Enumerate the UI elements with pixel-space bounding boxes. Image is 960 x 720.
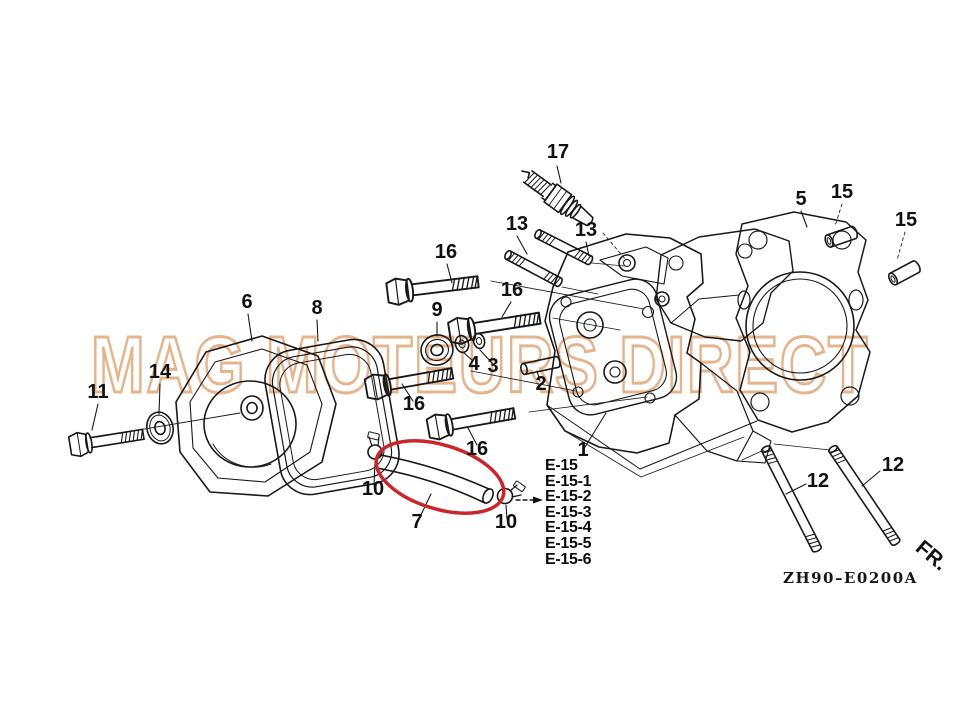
reference-arrow <box>515 496 543 504</box>
part-label-9: 9 <box>431 299 442 321</box>
part-label-16: 16 <box>435 241 457 263</box>
part-label-17: 17 <box>547 141 569 163</box>
part-label-11: 11 <box>87 381 108 403</box>
part-label-10: 10 <box>495 511 517 533</box>
part-label-16: 16 <box>466 438 488 460</box>
seal-washer-part-9 <box>420 334 454 366</box>
breather-tube-part-7 <box>375 454 494 504</box>
reference-link-e-15-3[interactable]: E-15-3 <box>545 503 592 521</box>
part-label-13: 13 <box>575 219 597 241</box>
part-label-12: 12 <box>882 454 904 476</box>
reference-link-e-15[interactable]: E-15 <box>545 457 578 474</box>
part-label-16: 16 <box>403 393 425 415</box>
part-label-16: 16 <box>501 279 523 301</box>
cover-gasket-part-8 <box>264 338 400 496</box>
reference-link-e-15-5[interactable]: E-15-5 <box>545 534 592 552</box>
reference-link-e-15-1[interactable]: E-15-1 <box>545 472 592 490</box>
highlight-ellipse <box>374 439 506 515</box>
flange-bolt-part-11 <box>67 428 145 458</box>
part-label-1: 1 <box>577 439 588 461</box>
part-label-2: 2 <box>535 373 546 395</box>
reference-link-e-15-2[interactable]: E-15-2 <box>545 488 592 506</box>
part-label-15: 15 <box>831 181 853 203</box>
diagram-code: ZH90–E0200A <box>783 569 918 587</box>
part-label-10: 10 <box>362 478 384 500</box>
part-label-3: 3 <box>487 355 498 377</box>
long-stud-part-12 <box>759 443 824 554</box>
dowel-pin-part-15 <box>886 258 923 288</box>
valve-cover-part-6 <box>175 335 337 497</box>
part-label-8: 8 <box>311 297 322 319</box>
part-label-15: 15 <box>895 209 917 231</box>
part-label-14: 14 <box>149 361 172 383</box>
washer-part-14 <box>146 411 174 445</box>
part-label-12: 12 <box>807 470 829 492</box>
spark-plug-part-17 <box>521 170 594 227</box>
leader-lines <box>91 165 881 520</box>
part-label-13: 13 <box>506 213 528 235</box>
collar-part-3 <box>472 332 486 350</box>
reference-link-e-15-6[interactable]: E-15-6 <box>545 550 592 568</box>
part-label-6: 6 <box>241 291 252 313</box>
bolt-axis-line <box>96 412 241 438</box>
part-label-5: 5 <box>795 188 806 210</box>
part-label-7: 7 <box>411 511 422 533</box>
cylinder-head-part-1 <box>544 233 772 478</box>
reference-link-e-15-4[interactable]: E-15-4 <box>545 519 592 537</box>
construction-lines <box>470 203 906 461</box>
part-label-4: 4 <box>468 353 480 375</box>
